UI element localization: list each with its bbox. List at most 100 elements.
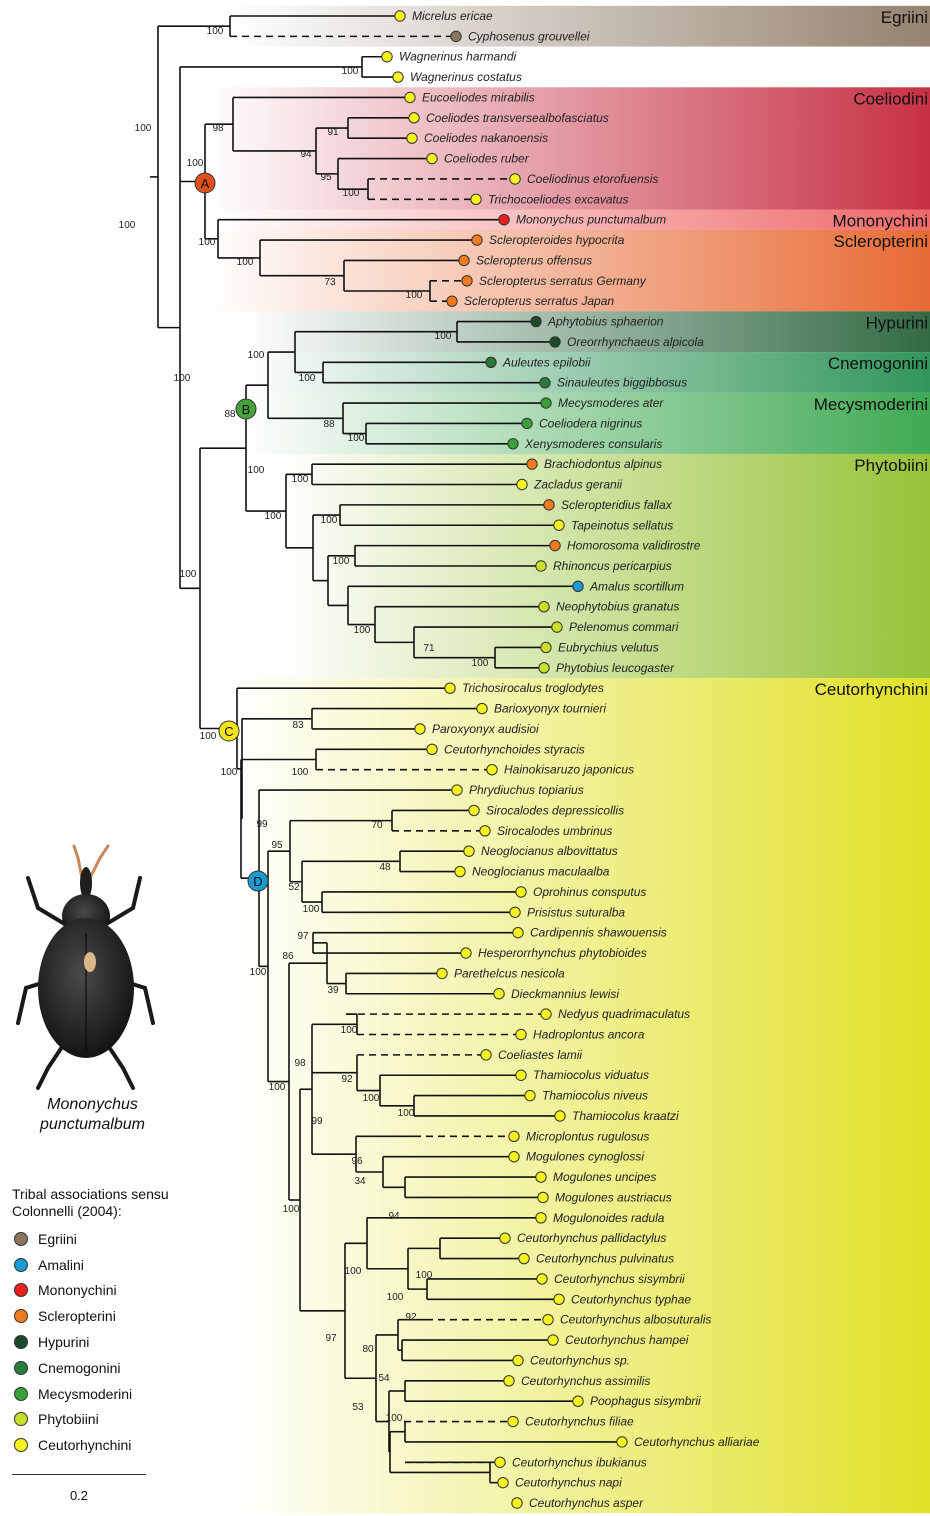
support-value: 100 (343, 188, 360, 199)
taxon-label: Ceutorhynchoides styracis (444, 742, 585, 756)
support-value: 99 (256, 819, 268, 830)
tip-marker (471, 194, 481, 204)
taxon-label: Coeliodes transversealbofasciatus (426, 111, 609, 125)
taxon-label: Paroxyonyx audisioi (432, 722, 539, 736)
taxon-label: Parethelcus nesicola (454, 966, 565, 980)
legend-label: Egriini (38, 1231, 77, 1247)
support-value: 70 (371, 820, 383, 831)
support-value: 100 (416, 1270, 433, 1281)
taxon-label: Scleropterus serratus Germany (479, 274, 647, 288)
taxon-label: Pelenomus commari (569, 620, 679, 634)
tip-marker (427, 153, 437, 163)
tip-marker (445, 683, 455, 693)
legend-swatch (14, 1361, 28, 1375)
support-value: 100 (207, 26, 224, 37)
support-value: 100 (398, 1108, 415, 1119)
weevil-photo (8, 838, 163, 1093)
tribe-band (205, 87, 930, 209)
taxon-label: Coeliastes lamii (498, 1048, 582, 1062)
taxon-label: Sirocalodes depressicollis (486, 803, 624, 817)
legend-label: Amalini (38, 1257, 84, 1273)
tip-marker (472, 235, 482, 245)
taxon-label: Scleropteroides hypocrita (489, 233, 625, 247)
support-value: 100 (348, 433, 365, 444)
support-value: 95 (271, 840, 283, 851)
clade-marker-label: D (253, 874, 262, 889)
support-value: 97 (325, 1333, 337, 1344)
support-value: 100 (345, 1266, 362, 1277)
taxon-label: Cardipennis shawouensis (530, 926, 667, 940)
support-value: 96 (351, 1156, 363, 1167)
tip-marker (516, 1070, 526, 1080)
support-value: 100 (341, 1025, 358, 1036)
taxon-label: Mogulones uncipes (553, 1170, 656, 1184)
taxon-label: Tapeinotus sellatus (571, 518, 673, 532)
tip-marker (555, 1111, 565, 1121)
support-value: 52 (288, 882, 300, 893)
taxon-label: Eucoeliodes mirabilis (422, 90, 535, 104)
tip-marker (522, 418, 532, 428)
tip-marker (552, 622, 562, 632)
tip-marker (464, 846, 474, 856)
taxon-label: Neoglocianus maculaalba (472, 865, 610, 879)
taxon-label: Scleropteridius fallax (561, 498, 673, 512)
support-value: 100 (354, 625, 371, 636)
tribe-label: Coeliodini (853, 89, 928, 108)
taxon-label: Neophytobius granatus (556, 600, 679, 614)
tip-marker (550, 337, 560, 347)
taxon-label: Homorosoma validirostre (567, 539, 701, 553)
taxon-label: Xenysmoderes consularis (524, 437, 662, 451)
taxon-label: Ceutorhynchus assimilis (521, 1374, 650, 1388)
taxon-label: Thamiocolus kraatzi (572, 1109, 679, 1123)
legend-swatch (14, 1412, 28, 1426)
tip-marker (409, 113, 419, 123)
legend-swatch (14, 1283, 28, 1297)
legend-title: Tribal associations sensu Colonnelli (20… (12, 1186, 212, 1220)
clade-marker-label: C (224, 724, 233, 739)
taxon-label: Barioxyonyx tournieri (494, 702, 606, 716)
legend-item: Ceutorhynchini (12, 1432, 212, 1458)
taxon-label: Trichocoeliodes excavatus (488, 192, 629, 206)
tip-marker (617, 1437, 627, 1447)
legend-label: Hypurini (38, 1334, 89, 1350)
legend-swatch (14, 1232, 28, 1246)
tip-marker (452, 785, 462, 795)
tip-marker (508, 1416, 518, 1426)
tip-marker (437, 968, 447, 978)
taxon-label: Thamiocolus niveus (542, 1089, 648, 1103)
tip-marker (504, 1376, 514, 1386)
taxon-label: Hadroplontus ancora (533, 1028, 645, 1042)
support-value: 100 (269, 1082, 286, 1093)
taxon-label: Mogulones austriacus (555, 1190, 672, 1204)
tip-marker (554, 1294, 564, 1304)
tip-marker (537, 1274, 547, 1284)
legend-item: Egriini (12, 1226, 212, 1252)
support-value: 54 (378, 1373, 390, 1384)
tip-marker (508, 439, 518, 449)
tribe-label: Scleropterini (834, 232, 929, 251)
taxon-label: Brachiodontus alpinus (544, 457, 662, 471)
taxon-label: Ceutorhynchus hampei (565, 1333, 689, 1347)
support-value: 100 (292, 474, 309, 485)
taxon-label: Ceutorhynchus filiae (525, 1415, 634, 1429)
taxon-label: Ceutorhynchus albosuturalis (560, 1313, 711, 1327)
support-value: 100 (119, 220, 136, 231)
tip-marker (543, 1314, 553, 1324)
tip-marker (513, 1355, 523, 1365)
support-value: 100 (180, 569, 197, 580)
support-value: 94 (300, 149, 312, 160)
taxon-label: Oreorrhynchaeus alpicola (567, 335, 704, 349)
tip-marker (494, 989, 504, 999)
tip-marker (527, 459, 537, 469)
tip-marker (455, 866, 465, 876)
taxon-label: Nedyus quadrimaculatus (558, 1007, 690, 1021)
taxon-label: Prisistus suturalba (527, 905, 625, 919)
support-value: 100 (292, 767, 309, 778)
tip-marker (415, 724, 425, 734)
taxon-label: Ceutorhynchus pulvinatus (536, 1252, 674, 1266)
tip-marker (540, 377, 550, 387)
support-value: 100 (303, 904, 320, 915)
tip-marker (395, 11, 405, 21)
taxon-label: Ceutorhynchus pallidactylus (517, 1231, 666, 1245)
support-value: 92 (341, 1074, 353, 1085)
